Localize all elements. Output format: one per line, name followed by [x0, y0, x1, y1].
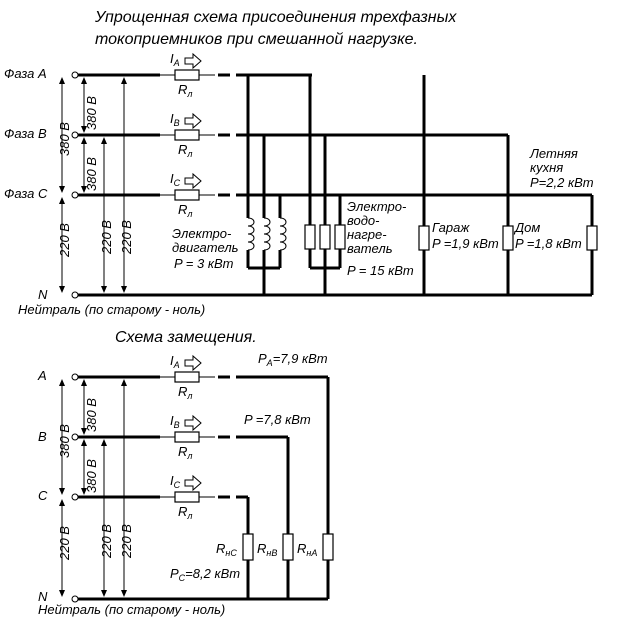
svg-text:P = 15 кВт: P = 15 кВт — [347, 263, 414, 278]
terminal-b-b — [71, 433, 79, 441]
neutral-n-label: N — [38, 287, 48, 302]
svg-text:двигатель: двигатель — [172, 240, 239, 255]
power-b-label: P =7,8 кВт — [244, 412, 311, 427]
rl-a-label: Rл — [178, 82, 192, 99]
svg-text:380 В: 380 В — [84, 96, 99, 130]
bus-c — [78, 189, 592, 201]
svg-text:380 В: 380 В — [57, 122, 72, 156]
current-arrow-b-b-icon — [184, 414, 202, 432]
bus-a-b — [78, 371, 328, 383]
current-arrow-c-icon — [184, 172, 202, 190]
garage-load: Гараж P =1,9 кВт — [418, 75, 499, 295]
svg-text:P =1,9 кВт: P =1,9 кВт — [432, 236, 499, 251]
motor-winding-3-icon — [279, 217, 287, 251]
svg-text:водо-: водо- — [347, 213, 380, 228]
phase-a-label: Фаза А — [4, 66, 47, 81]
svg-text:RнС: RнС — [216, 541, 237, 558]
voltage-arrows-bottom: 380 В 380 В 380 В 220 В 220 В 220 В — [57, 379, 134, 597]
svg-text:220 В: 220 В — [99, 220, 114, 255]
terminal-c — [71, 191, 79, 199]
neutral-label: Нейтраль (по старому - ноль) — [18, 302, 205, 317]
voltage-arrows-top: 380 В 380 В 380 В 220 В 220 В 220 В — [57, 77, 134, 293]
motor-winding-1-icon — [247, 217, 255, 251]
current-a-label: IA — [170, 51, 180, 68]
bus-b — [78, 129, 508, 141]
motor-load: Электро- двигатель P = 3 кВт — [172, 75, 287, 295]
svg-text:Дом: Дом — [513, 220, 540, 235]
top-title-line1: Упрощенная схема присоединения трехфазны… — [94, 9, 457, 26]
line-labels-bottom: IA Rл IB Rл IC Rл — [170, 353, 202, 521]
svg-text:Электро-: Электро- — [172, 226, 232, 241]
power-a-label: PA=7,9 кВт — [258, 351, 328, 368]
phase-c-label-b: С — [38, 488, 48, 503]
terminal-n — [71, 291, 79, 299]
neutral-n-label-b: N — [38, 589, 48, 604]
terminal-a-b — [71, 373, 79, 381]
power-c-label: PC=8,2 кВт — [170, 566, 240, 583]
svg-text:220 В: 220 В — [119, 220, 134, 255]
svg-text:ватель: ватель — [347, 241, 393, 256]
svg-text:P =1,8 кВт: P =1,8 кВт — [515, 236, 582, 251]
top-scheme: Упрощенная схема присоединения трехфазны… — [4, 9, 598, 317]
svg-text:380 В: 380 В — [57, 424, 72, 458]
svg-text:220 В: 220 В — [99, 524, 114, 559]
svg-text:Гараж: Гараж — [432, 220, 470, 235]
terminal-n-b — [71, 595, 79, 603]
svg-text:P = 3 кВт: P = 3 кВт — [174, 256, 234, 271]
bottom-scheme: Схема замещения. А В С N Нейтраль (по ст… — [37, 329, 334, 617]
svg-text:380 В: 380 В — [84, 157, 99, 191]
svg-text:IB: IB — [170, 413, 180, 430]
svg-text:Rл: Rл — [178, 384, 192, 401]
bus-b-b — [78, 431, 288, 443]
svg-text:220 В: 220 В — [57, 223, 72, 258]
svg-text:Rл: Rл — [178, 504, 192, 521]
phase-b-label: Фаза В — [4, 126, 47, 141]
svg-text:380 В: 380 В — [84, 398, 99, 432]
svg-text:Электро-: Электро- — [347, 199, 407, 214]
svg-text:IA: IA — [170, 353, 180, 370]
current-arrow-a-icon — [184, 52, 202, 70]
terminal-a — [71, 71, 79, 79]
load-rnc: RнС — [216, 497, 254, 599]
summer-kitchen-load: Летняя кухня P=2,2 кВт — [529, 146, 598, 295]
phase-a-label-b: А — [37, 368, 47, 383]
current-arrow-c-b-icon — [184, 474, 202, 492]
svg-text:P=2,2 кВт: P=2,2 кВт — [530, 175, 594, 190]
svg-text:380 В: 380 В — [84, 459, 99, 493]
terminal-b — [71, 131, 79, 139]
current-b-label: IB — [170, 111, 180, 128]
terminal-c-b — [71, 493, 79, 501]
bus-c-b — [78, 491, 248, 503]
svg-text:кухня: кухня — [530, 160, 563, 175]
bus-a — [78, 69, 312, 81]
load-rnb: RнВ — [257, 437, 294, 599]
current-c-label: IC — [170, 171, 181, 188]
line-labels-top: IA Rл IB Rл IC Rл — [170, 51, 202, 219]
neutral-label-b: Нейтраль (по старому - ноль) — [38, 602, 225, 617]
svg-text:RнВ: RнВ — [257, 541, 277, 558]
water-heater-load: Электро- водо- нагре- ватель P = 15 кВт — [304, 75, 414, 295]
motor-winding-2-icon — [263, 217, 271, 251]
current-arrow-b-icon — [184, 112, 202, 130]
svg-text:220 В: 220 В — [119, 524, 134, 559]
current-arrow-a-b-icon — [184, 354, 202, 372]
svg-text:Летняя: Летняя — [529, 146, 578, 161]
svg-text:RнА: RнА — [297, 541, 317, 558]
load-rna: RнА — [297, 377, 334, 599]
top-title-line2: токоприемников при смешанной нагрузке. — [95, 31, 418, 48]
svg-text:Rл: Rл — [178, 444, 192, 461]
house-load: Дом P =1,8 кВт — [502, 135, 582, 295]
bottom-title: Схема замещения. — [115, 329, 257, 346]
svg-text:нагре-: нагре- — [347, 227, 387, 242]
svg-text:220 В: 220 В — [57, 526, 72, 561]
rl-c-label: Rл — [178, 202, 192, 219]
phase-b-label-b: В — [38, 429, 47, 444]
phase-c-label: Фаза С — [4, 186, 48, 201]
rl-b-label: Rл — [178, 142, 192, 159]
svg-text:IC: IC — [170, 473, 181, 490]
